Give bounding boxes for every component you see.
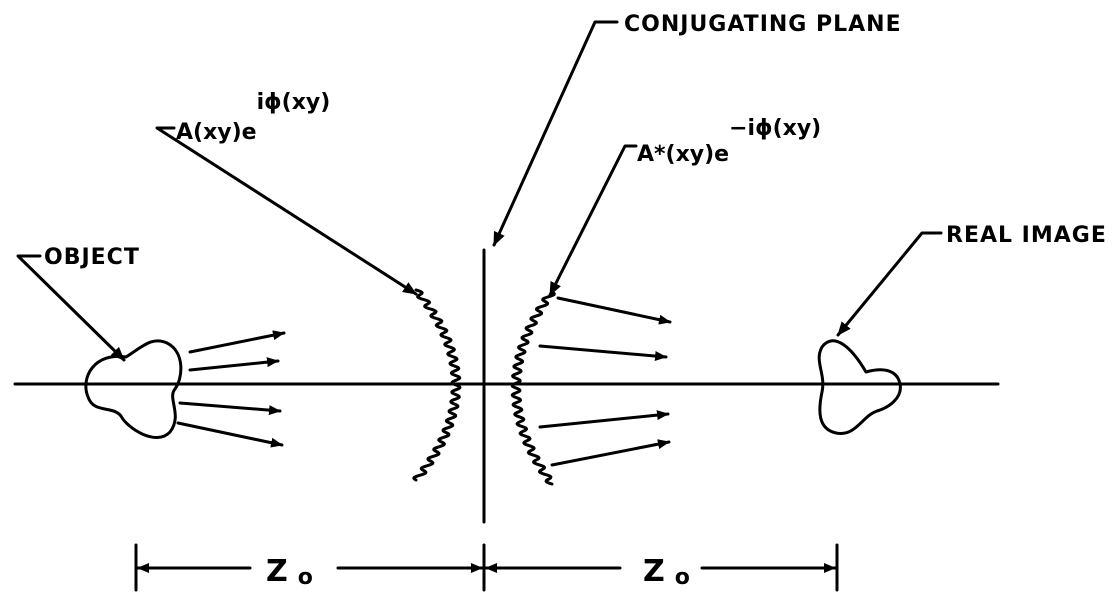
conjugating-plane-pointer (492, 20, 619, 247)
object-shape (84, 339, 183, 439)
real-image-pointer (836, 231, 943, 337)
conjugate-ray-arrow (550, 439, 671, 467)
conjugate-wave-pointer (548, 144, 638, 297)
conjugate-ray-arrow (538, 410, 670, 429)
conjugate-wave-label: A*(xy)e−iϕ(xy) (637, 116, 821, 167)
object-ray-arrow (188, 330, 286, 354)
incident-wave-label: A(xy)eiϕ(xy) (176, 90, 330, 145)
real-image-shape (817, 339, 902, 435)
object-ray-arrow (176, 421, 284, 448)
object-pointer (16, 254, 126, 362)
conjugating-plane-label: CONJUGATING PLANE (624, 12, 902, 37)
object-ray-arrow (178, 401, 282, 416)
conjugate-wavefront (510, 290, 556, 486)
conjugate-wave-amplitude: A*(xy)e (637, 142, 729, 167)
incident-wave-amplitude: A(xy)e (176, 120, 257, 145)
incident-wave-exponent: iϕ(xy) (257, 90, 331, 115)
object-label: OBJECT (44, 245, 140, 270)
conjugate-wave-exponent: −iϕ(xy) (729, 116, 821, 141)
conjugate-ray-arrow (538, 344, 668, 362)
incident-wave-pointer (155, 126, 418, 296)
conjugate-ray-arrow (556, 296, 672, 325)
incident-wavefront (412, 288, 462, 482)
object-ray-arrow (188, 357, 280, 372)
real-image-label: REAL IMAGE (946, 223, 1107, 248)
